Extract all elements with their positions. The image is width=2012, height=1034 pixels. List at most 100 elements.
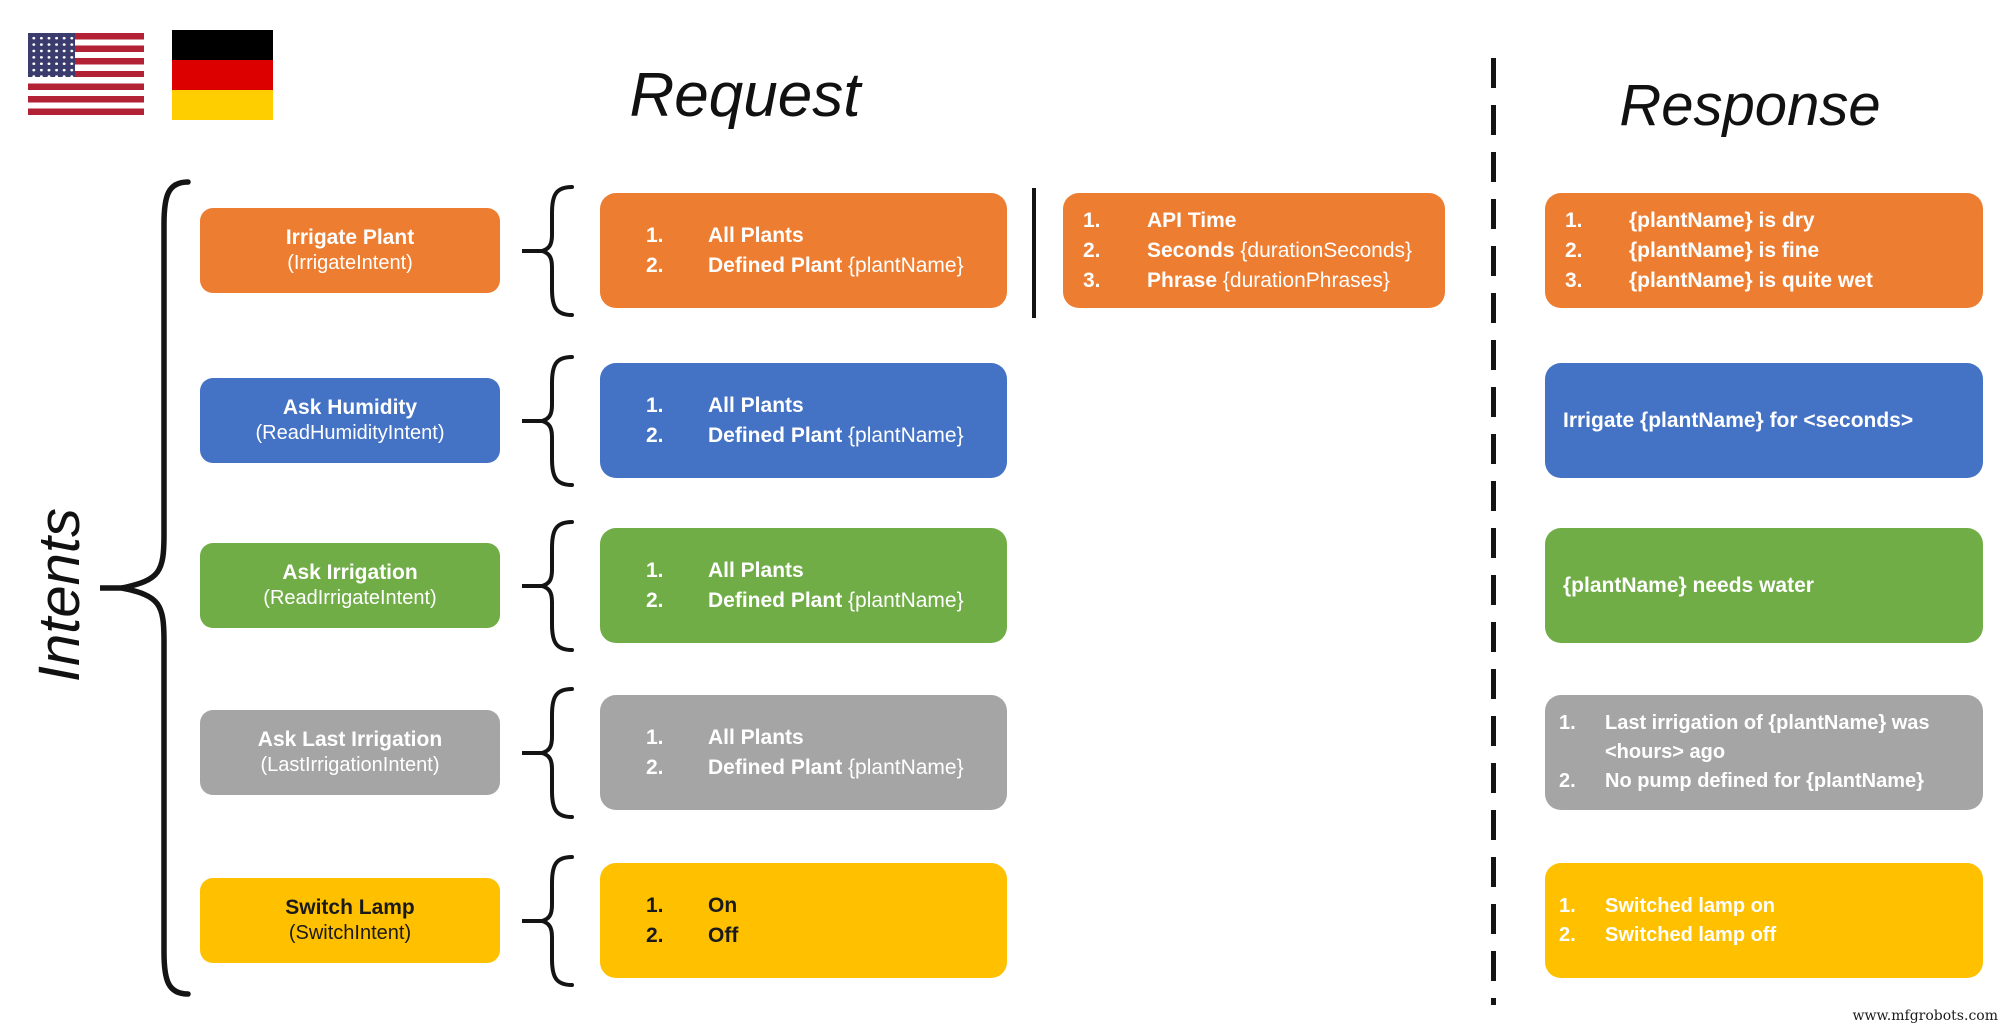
list-text: {plantName} is dry bbox=[1629, 206, 1983, 236]
list-item: 2. Seconds {durationSeconds} bbox=[1063, 236, 1445, 266]
request-box: 1. On 2.Off bbox=[600, 863, 1007, 978]
row-brace-icon bbox=[522, 687, 574, 819]
intent-box: Ask Irrigation (ReadIrrigateIntent) bbox=[200, 543, 500, 628]
list-number: 1. bbox=[646, 558, 664, 582]
text-segment: Irrigate {plantName} for <seconds> bbox=[1563, 409, 1914, 432]
list-number: 1. bbox=[1559, 712, 1576, 734]
list-item: 1.All Plants bbox=[600, 723, 1007, 753]
list-item: 3. {plantName} is quite wet bbox=[1545, 266, 1983, 296]
list-number: 1. bbox=[646, 893, 664, 917]
row-brace-icon bbox=[522, 520, 574, 652]
list-item: 1. All Plants bbox=[600, 391, 1007, 421]
list-text: {plantName} is fine bbox=[1629, 236, 1983, 266]
list-text: Defined Plant {plantName} bbox=[708, 421, 1007, 451]
response-box: 1. Last irrigation of {plantName} was <ho… bbox=[1545, 695, 1983, 810]
intents-brace-icon bbox=[100, 179, 191, 997]
irrigate-request-divider-line bbox=[1032, 188, 1036, 318]
list-item: 2.Switched lamp off bbox=[1545, 921, 1983, 950]
list-number: 1. bbox=[646, 223, 664, 247]
intent-title: Switch Lamp bbox=[285, 896, 415, 919]
list-number: 2. bbox=[1083, 238, 1101, 262]
list-number: 2. bbox=[646, 253, 664, 277]
list-item: 2.Off bbox=[600, 921, 1007, 951]
us-flag-icon bbox=[28, 33, 144, 115]
intent-subtitle: (ReadIrrigateIntent) bbox=[263, 587, 437, 609]
watermark-text: www.mfgrobots.com bbox=[1852, 1008, 1998, 1024]
text-segment: On bbox=[708, 893, 738, 917]
text-segment: All Plants bbox=[708, 393, 804, 417]
text-segment: All Plants bbox=[708, 223, 804, 247]
text-segment: {plantName} is quite wet bbox=[1629, 268, 1873, 292]
list-number: 1. bbox=[1565, 208, 1583, 232]
response-box: {plantName} needs water bbox=[1545, 528, 1983, 643]
text-segment: Defined Plant bbox=[708, 755, 849, 779]
response-text: Irrigate {plantName} for <seconds> bbox=[1545, 407, 1983, 434]
response-column-title: Response bbox=[1619, 73, 1881, 138]
intent-title: Irrigate Plant bbox=[285, 226, 415, 249]
text-segment: Switched lamp on bbox=[1605, 894, 1776, 917]
german-flag-icon bbox=[172, 30, 273, 120]
list-item: 2. Defined Plant {plantName} bbox=[600, 753, 1007, 783]
text-segment: {plantName} needs water bbox=[1563, 574, 1814, 597]
list-text: All Plants bbox=[708, 556, 1007, 586]
list-text: All Plants bbox=[708, 221, 1007, 251]
intent-subtitle: (IrrigateIntent) bbox=[287, 252, 413, 274]
text-segment: {plantName} is dry bbox=[1629, 208, 1815, 232]
text-segment: Last irrigation of {plantName} was <hour… bbox=[1605, 712, 1936, 763]
list-number: 3. bbox=[1565, 268, 1583, 292]
intent-subtitle: (LastIrrigationIntent) bbox=[260, 754, 440, 776]
list-text: Off bbox=[708, 921, 1007, 951]
text-segment: {plantName} bbox=[848, 588, 964, 612]
intent-box: Switch Lamp(SwitchIntent) bbox=[200, 878, 500, 963]
list-number: 2. bbox=[1559, 923, 1576, 946]
list-text: API Time bbox=[1147, 206, 1445, 236]
intent-title: Ask Humidity bbox=[282, 396, 418, 419]
list-item: 2.No pump defined for {plantName} bbox=[1545, 767, 1983, 796]
text-segment: All Plants bbox=[708, 558, 804, 582]
list-item: 1. All Plants bbox=[600, 221, 1007, 251]
list-text: Defined Plant {plantName} bbox=[708, 753, 1007, 783]
list-item: 1. Switched lamp on bbox=[1545, 892, 1983, 921]
list-number: 1. bbox=[1559, 894, 1576, 917]
list-text: Last irrigation of {plantName} was <hour… bbox=[1605, 709, 1983, 767]
intent-title: Ask Irrigation bbox=[282, 561, 418, 584]
us-flag-canton bbox=[28, 33, 75, 78]
intent-box: Irrigate Plant (IrrigateIntent) bbox=[200, 208, 500, 293]
list-number: 2. bbox=[646, 423, 664, 447]
text-segment: {plantName} bbox=[848, 755, 964, 779]
list-item: 2.{plantName} is fine bbox=[1545, 236, 1983, 266]
intent-box: Ask Humidity(ReadHumidityIntent) bbox=[200, 378, 500, 463]
list-item: 1. On bbox=[600, 891, 1007, 921]
request-box: 1. All Plants 2. Defined Plant {plantName} bbox=[600, 363, 1007, 478]
list-text: No pump defined for {plantName} bbox=[1605, 767, 1983, 796]
list-text: Switched lamp on bbox=[1605, 892, 1983, 921]
list-text: Defined Plant {plantName} bbox=[708, 586, 1007, 616]
list-text: All Plants bbox=[708, 391, 1007, 421]
list-item: 2. Defined Plant {plantName} bbox=[600, 421, 1007, 451]
row-brace-icon bbox=[522, 185, 574, 317]
intent-title: Ask Last Irrigation bbox=[257, 728, 443, 751]
response-text: {plantName} needs water bbox=[1545, 572, 1983, 599]
text-segment: {plantName} bbox=[848, 253, 964, 277]
text-segment: {durationSeconds} bbox=[1240, 238, 1413, 262]
text-segment: No pump defined for {plantName} bbox=[1605, 770, 1924, 792]
list-number: 1. bbox=[1083, 208, 1101, 232]
list-text: On bbox=[708, 891, 1007, 921]
list-number: 3. bbox=[1083, 268, 1101, 292]
list-text: All Plants bbox=[708, 723, 1007, 753]
list-text: Phrase {durationPhrases} bbox=[1147, 266, 1445, 296]
text-segment: Off bbox=[708, 923, 739, 947]
text-segment: {plantName} is fine bbox=[1629, 238, 1820, 262]
list-item: 1. {plantName} is dry bbox=[1545, 206, 1983, 236]
response-box: 1. {plantName} is dry 2.{plantName} is fin… bbox=[1545, 193, 1983, 308]
response-box: Irrigate {plantName} for <seconds> bbox=[1545, 363, 1983, 478]
list-number: 1. bbox=[646, 393, 664, 417]
response-box: 1. Switched lamp on 2.Switched lamp off bbox=[1545, 863, 1983, 978]
list-item: 3. Phrase {durationPhrases} bbox=[1063, 266, 1445, 296]
list-number: 2. bbox=[646, 755, 664, 779]
list-text: Seconds {durationSeconds} bbox=[1147, 236, 1445, 266]
